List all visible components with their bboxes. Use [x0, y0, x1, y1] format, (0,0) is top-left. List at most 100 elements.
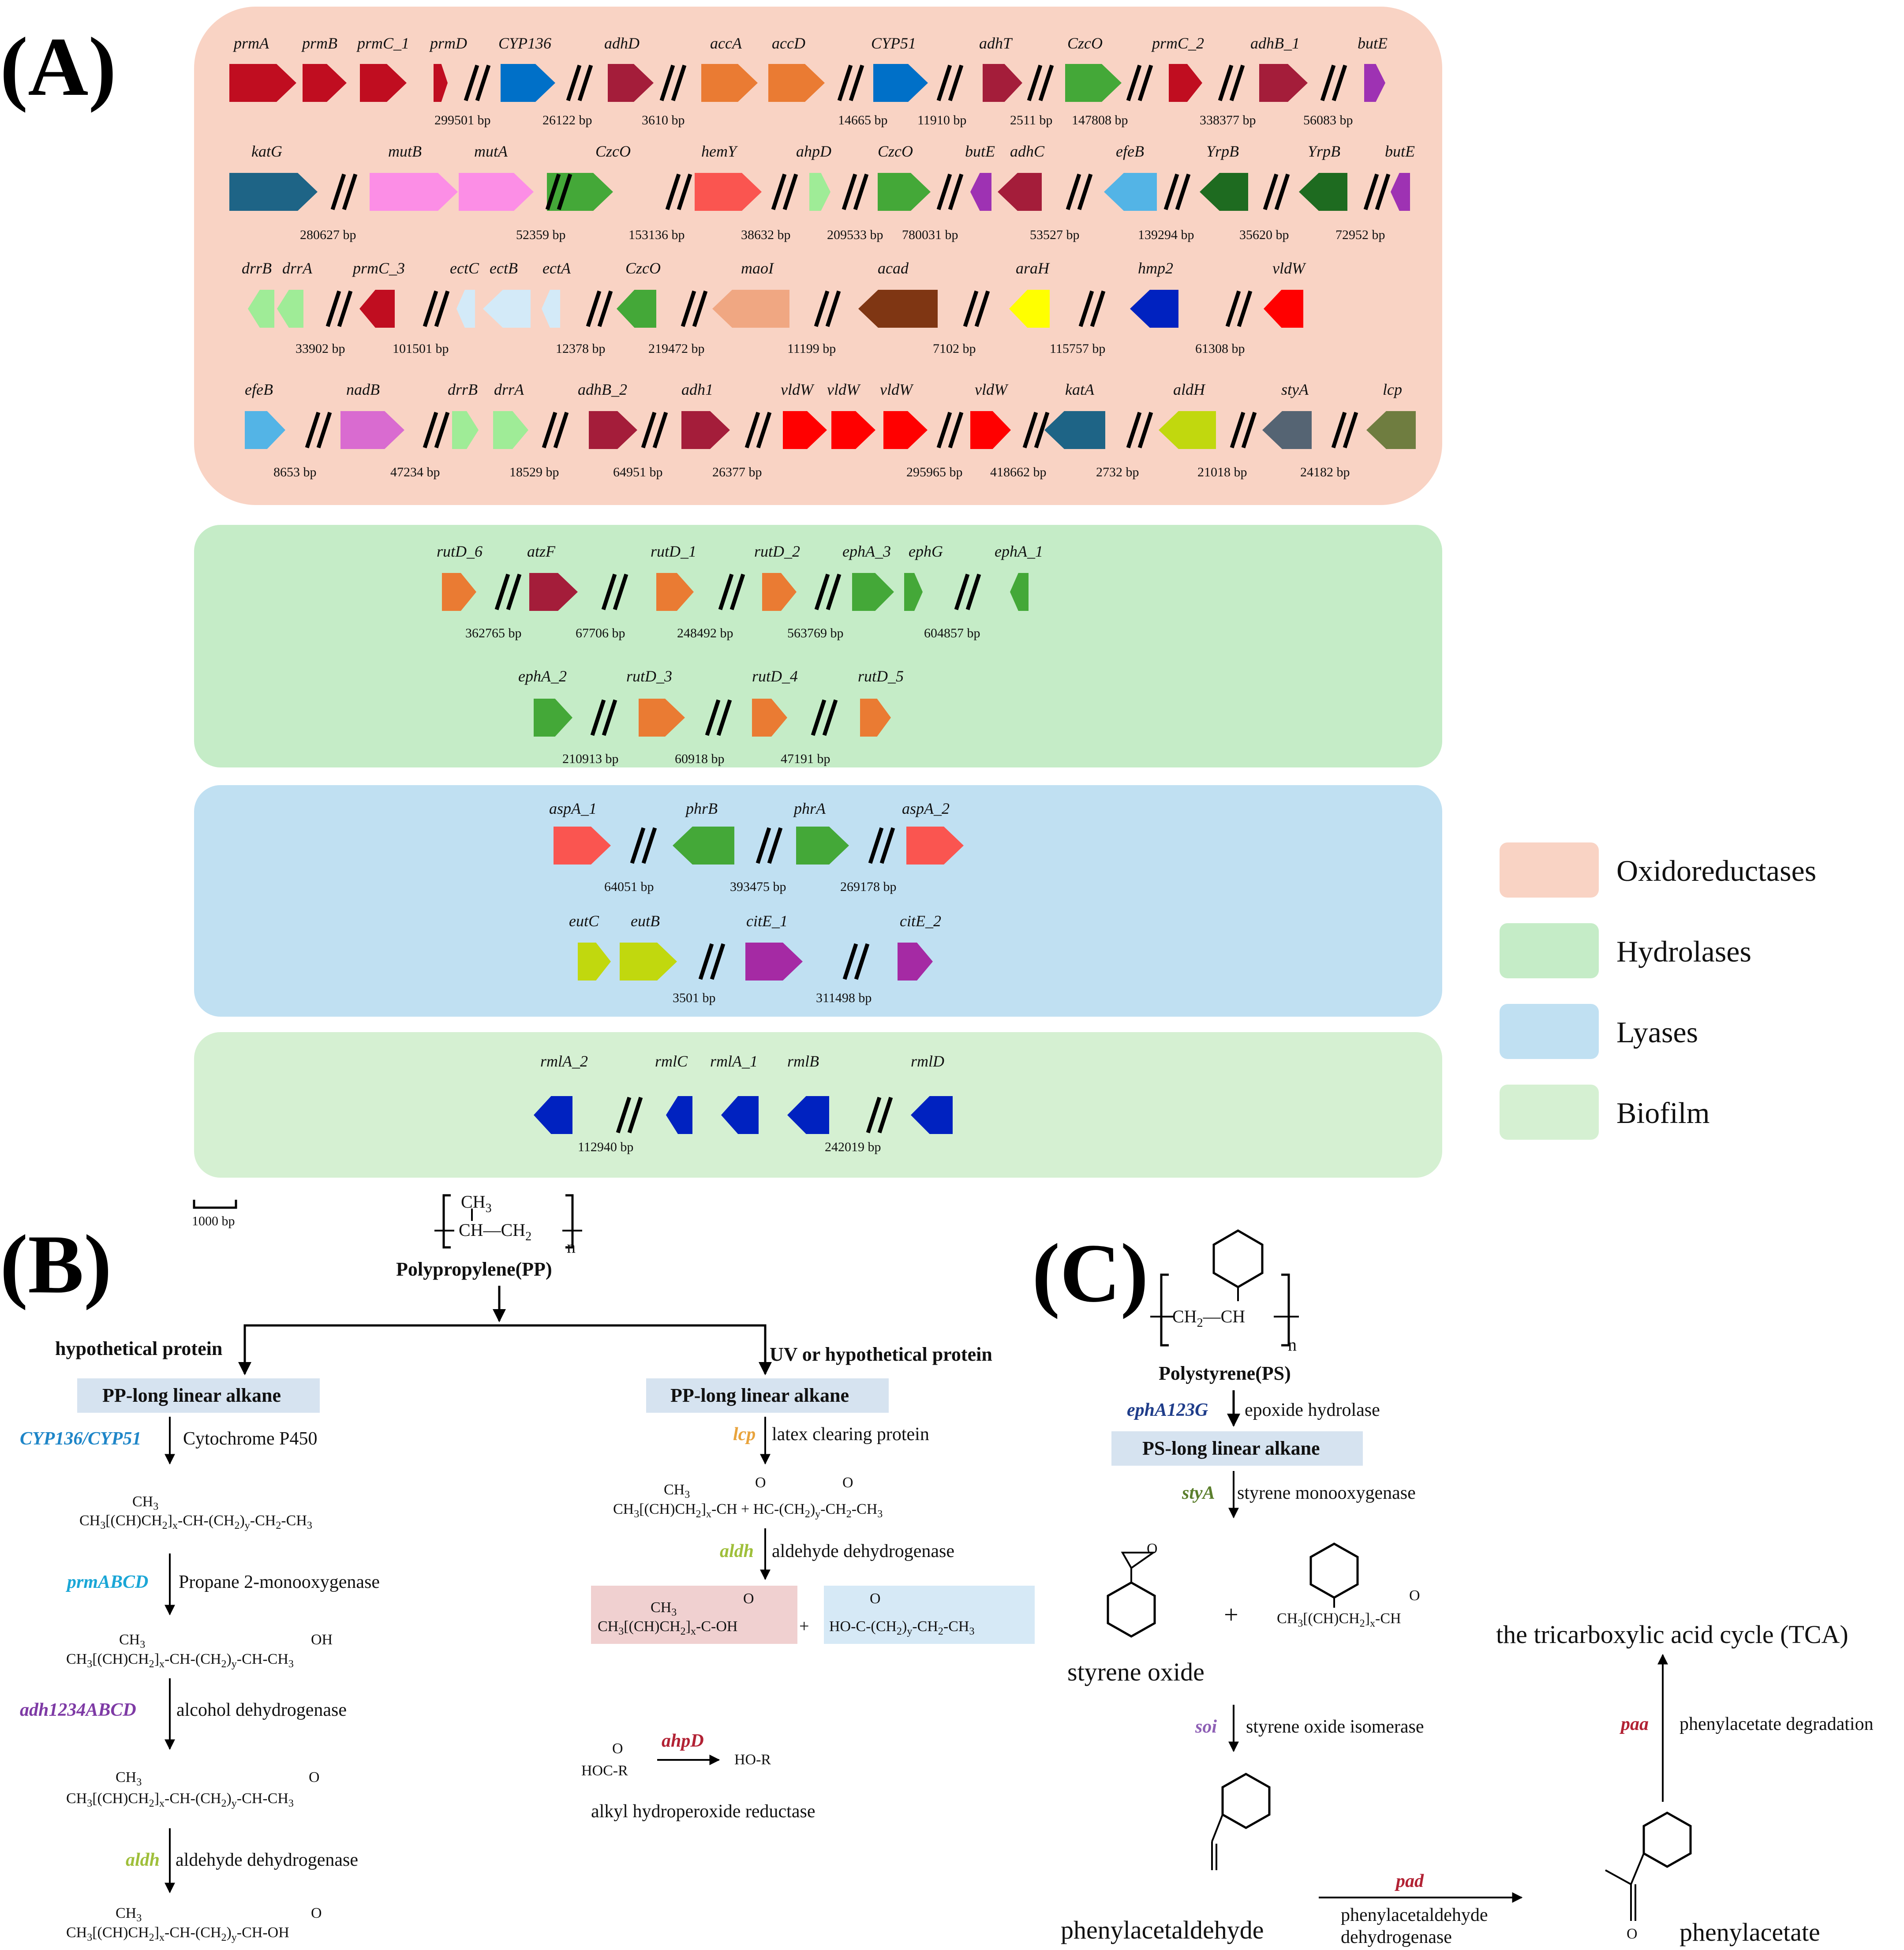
oxido-gene-drrb	[452, 411, 479, 449]
oxido-gene-aldh	[1159, 411, 1216, 449]
oxido-gap-length: 338377 bp	[1200, 113, 1256, 127]
lyase-gene-label-aspa-1: aspA_1	[549, 800, 597, 817]
gap-break	[1027, 64, 1054, 101]
oxido-gap-length: 280627 bp	[300, 228, 356, 242]
oxido-gene-label-prmd: prmD	[429, 34, 467, 52]
oxido-gap-length: 153136 bp	[628, 228, 685, 242]
hydro-gap-length: 210913 bp	[562, 752, 619, 766]
enzyme-alkyl-hydroperoxide-reductase: alkyl hydroperoxide reductase	[591, 1801, 815, 1822]
oxido-gene-maoi	[712, 290, 789, 328]
biofilm-gene-rmlc	[666, 1096, 692, 1134]
hydro-gene-label-rutd-5: rutD_5	[858, 667, 904, 685]
ps-alkane-box-label: PS-long linear alkane	[1142, 1437, 1320, 1459]
gap-break	[590, 699, 617, 736]
oxido-gene-label-drra: drrA	[494, 381, 524, 398]
gap-break	[866, 1097, 893, 1134]
oxido-gap-length: 3610 bp	[642, 113, 685, 127]
oxido-gene-prmc-1	[360, 64, 407, 102]
oxido-gene-label-prma: prmA	[232, 34, 269, 52]
oxido-gene-label-vldw: vldW	[975, 381, 1009, 398]
scale-bar: 1000 bp	[192, 1200, 237, 1228]
pp-backbone: CH—CH2	[459, 1220, 531, 1243]
oxido-gene-label-drrb: drrB	[448, 381, 478, 398]
gap-break	[837, 64, 864, 101]
gene-prmabcd: prmABCD	[66, 1572, 148, 1592]
hydro-gene-label-rutd-4: rutD_4	[752, 667, 798, 685]
lyase-gene-label-eutc: eutC	[569, 912, 599, 930]
oxido-gene-ecta	[542, 290, 560, 328]
gap-break	[601, 573, 628, 610]
oxido-gene-label-vldw: vldW	[827, 381, 861, 398]
oxido-gene-label-yrpb: YrpB	[1308, 142, 1340, 160]
gap-break	[423, 412, 450, 449]
right-hydroxy-o: O	[870, 1591, 881, 1607]
gap-break	[811, 699, 838, 736]
oxido-gene-label-muta: mutA	[474, 142, 508, 160]
oxido-gene-label-cyp51: CYP51	[871, 34, 916, 52]
oxido-gene-label-adh1: adh1	[681, 381, 713, 398]
ps-aldehyde-structure: O CH3[(CH)CH2]x-CH	[1277, 1542, 1420, 1629]
lyase-gene-phrb	[673, 827, 734, 865]
hydro-gene-label-ephg: ephG	[909, 543, 943, 560]
biofilm-gene-label-rmld: rmlD	[911, 1052, 944, 1070]
oxido-gene-label-katg: katG	[251, 142, 282, 160]
styrene-oxide-o: O	[1147, 1541, 1158, 1557]
gap-break	[1230, 412, 1257, 449]
oxido-gene-drra	[277, 290, 303, 328]
right-trigger-label: UV or hypothetical protein	[770, 1344, 992, 1365]
gap-break	[963, 290, 990, 327]
biofilm-gap-length: 242019 bp	[825, 1140, 881, 1154]
oxido-gene-label-cyp136: CYP136	[498, 34, 551, 52]
oxido-gene-label-ectc: ectC	[450, 259, 479, 277]
gap-break	[1320, 64, 1347, 101]
oxido-gene-adhd	[608, 64, 654, 102]
oxido-gene-prmb	[303, 64, 347, 102]
legend-swatch-oxidoreductases	[1500, 842, 1599, 898]
oxido-gap-length: 56083 bp	[1303, 113, 1353, 127]
gene-epha123g: ephA123G	[1127, 1400, 1208, 1420]
oxido-gene-label-nadb: nadB	[346, 381, 380, 398]
gene-lcp: lcp	[733, 1424, 756, 1445]
oxido-gene-cyp51	[873, 64, 928, 102]
hydro-gene-rutd-1	[656, 573, 694, 611]
oxido-gap-length: 47234 bp	[390, 465, 440, 479]
ps-aldehyde-o: O	[1409, 1587, 1420, 1604]
oxido-gene-label-arah: araH	[1016, 259, 1050, 277]
hydro-gene-epha-1	[1010, 573, 1029, 611]
oxido-gene-adht	[983, 64, 1022, 102]
left-product-methyl: CH3	[116, 1905, 142, 1924]
hydro-gene-rutd-3	[639, 699, 685, 737]
oxido-gene-label-acca: accA	[710, 34, 742, 52]
oxido-gene-vldw	[970, 411, 1011, 449]
gap-break	[814, 573, 842, 610]
phenylacetate-structure: O	[1605, 1812, 1692, 1942]
biofilm-gene-label-rmla-1: rmlA_1	[710, 1052, 758, 1070]
ps-pathway: ephA123G epoxide hydrolase PS-long linea…	[1061, 1390, 1874, 1947]
enzyme-pad-line2: dehydrogenase	[1341, 1927, 1452, 1947]
gap-break	[1163, 173, 1191, 210]
oxido-gene-label-vldw: vldW	[781, 381, 815, 398]
oxido-gene-prmc-3	[359, 290, 395, 328]
oxido-gene-label-hmp2: hmp2	[1138, 259, 1173, 277]
ahpd-product: HO-R	[734, 1752, 771, 1768]
biofilm-gap-length: 112940 bp	[578, 1140, 633, 1154]
phenylacetate-o: O	[1627, 1926, 1638, 1942]
oxido-gap-length: 299501 bp	[434, 113, 491, 127]
oxido-gap-length: 64951 bp	[613, 465, 663, 479]
panel-label-a: (A)	[0, 21, 116, 113]
enzyme-alcohol-dehydrogenase: alcohol dehydrogenase	[176, 1700, 347, 1720]
gap-break	[936, 173, 964, 210]
oxido-gene-hmp2	[1130, 290, 1178, 328]
oxido-gap-length: 61308 bp	[1195, 341, 1245, 356]
tca-label: the tricarboxylic acid cycle (TCA)	[1496, 1620, 1848, 1649]
pp-polymer-name: Polypropylene(PP)	[396, 1258, 552, 1280]
oxido-gap-length: 11910 bp	[917, 113, 966, 127]
gap-break	[423, 290, 450, 327]
ps-aldehyde: CH3[(CH)CH2]x-CH	[1277, 1610, 1401, 1629]
hydro-gap-length: 604857 bp	[924, 626, 980, 640]
oxido-gap-length: 26377 bp	[712, 465, 762, 479]
oxido-gene-label-accd: accD	[772, 34, 805, 52]
hydro-gene-rutd-6	[442, 573, 476, 611]
oxido-gap-length: 418662 bp	[990, 465, 1047, 479]
